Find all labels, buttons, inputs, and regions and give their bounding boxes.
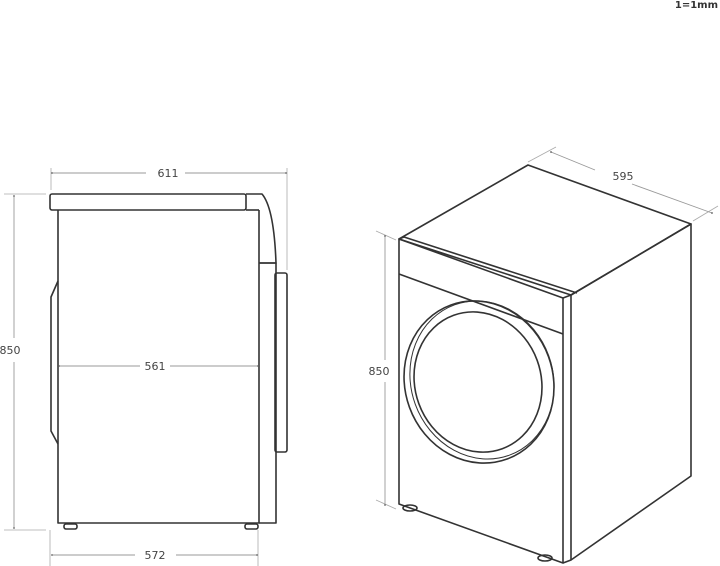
iso-view: 595 850 bbox=[369, 146, 719, 564]
dim-side-611: 611 bbox=[158, 167, 179, 180]
iso-foot-left bbox=[402, 504, 418, 512]
side-front-panel bbox=[259, 262, 277, 524]
side-door bbox=[274, 272, 288, 453]
iso-top-face bbox=[398, 164, 692, 296]
side-foot-front bbox=[244, 523, 259, 530]
iso-foot-right bbox=[537, 554, 553, 562]
dim-side-850: 850 bbox=[0, 344, 21, 357]
iso-control-panel-line bbox=[398, 273, 564, 335]
side-view: 611 561 572 850 bbox=[0, 167, 288, 566]
dim-side-572: 572 bbox=[145, 549, 166, 562]
iso-side-face bbox=[570, 223, 692, 561]
side-top-slab bbox=[49, 193, 247, 211]
dim-iso-595: 595 bbox=[613, 170, 634, 183]
dim-side-561: 561 bbox=[145, 360, 166, 373]
side-front-curve bbox=[246, 193, 277, 264]
iso-door-glass bbox=[413, 311, 543, 453]
iso-front-face bbox=[398, 238, 564, 564]
side-rear-bump bbox=[50, 280, 59, 445]
iso-door-outer bbox=[403, 300, 555, 464]
side-body bbox=[57, 210, 260, 524]
dim-iso-850: 850 bbox=[369, 365, 390, 378]
side-foot-rear bbox=[63, 523, 78, 530]
scale-label: 1=1mm bbox=[674, 0, 718, 11]
